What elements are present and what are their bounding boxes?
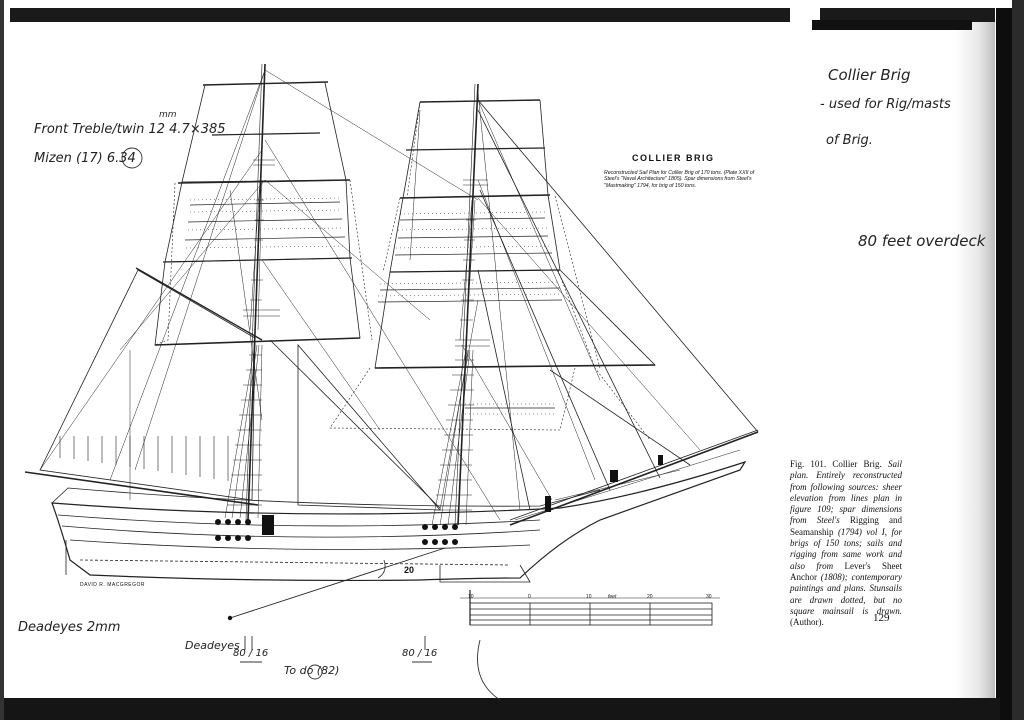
- pointer-line: [229, 547, 446, 619]
- page-number: 129: [873, 612, 890, 624]
- handwritten-note: Front Treble/twin 12 4.7×385: [34, 122, 226, 137]
- handwritten-note: 80 / 16: [402, 648, 438, 659]
- hull: [51, 460, 747, 582]
- angle-label: 20: [404, 565, 415, 575]
- main-boom: [24, 471, 259, 506]
- handwritten-note: Mizen (17) 6.34: [34, 151, 136, 166]
- plan-credit: DAVID R. MACGREGOR: [80, 582, 146, 588]
- handwritten-note: Deadeyes: [185, 639, 240, 652]
- handwritten-note: To do (82): [284, 664, 340, 677]
- fore-royal-yard: [202, 81, 329, 86]
- scale-label: 20: [647, 594, 653, 600]
- plan-title: COLLIER BRIG: [632, 153, 715, 163]
- scale-label: feet: [608, 594, 617, 600]
- scale-label: 30: [706, 594, 712, 600]
- bowsprit: [509, 431, 759, 526]
- spanker-sail: [39, 269, 256, 501]
- figure-caption: Fig. 101. Collier Brig. Sail plan. Entir…: [790, 459, 902, 628]
- handwritten-note: of Brig.: [826, 133, 873, 148]
- foremast: [247, 63, 266, 521]
- scale-bar: [460, 590, 720, 626]
- caption-fig: Fig. 101. Collier Brig.: [790, 459, 882, 469]
- caption-text: Sail plan. Entirely reconstructed from f…: [790, 459, 902, 526]
- handwritten-note: - used for Rig/masts: [820, 97, 951, 112]
- handwritten-note: 80 feet overdeck: [858, 232, 986, 250]
- page-gutter-shadow: [955, 22, 995, 698]
- caption-text3: (1808); contemporary paintings and plans…: [790, 571, 903, 616]
- scan-edge-top: [10, 8, 995, 22]
- mainmast: [457, 83, 479, 526]
- scan-edge-right: [996, 8, 1012, 720]
- fore-staysail: [297, 343, 441, 511]
- caption-book2: Lever's Sheet Anchor: [790, 560, 902, 582]
- scan-bar: [812, 20, 972, 30]
- main-topgallant-sail: [402, 99, 549, 199]
- caption-text2: (1794) vol I, for brigs of 150 tons; sai…: [790, 526, 902, 571]
- caption-book1: Rigging and Seamanship: [790, 515, 903, 537]
- handwritten-note: Collier Brig: [828, 66, 911, 84]
- plan-note: Reconstructed Sail Plan for Collier Brig…: [604, 170, 755, 189]
- scale-label: 10: [586, 594, 592, 600]
- scale-label: 10: [468, 594, 474, 600]
- handwritten-note: mm: [159, 110, 177, 120]
- scale-label: 0: [528, 594, 531, 600]
- scan-edge-bottom: [0, 698, 1000, 720]
- caption-author: (Author).: [790, 617, 824, 628]
- handwritten-note: Deadeyes 2mm: [18, 620, 121, 635]
- handwritten-note: 80 / 16: [233, 648, 269, 659]
- main-royal-yard: [419, 99, 541, 103]
